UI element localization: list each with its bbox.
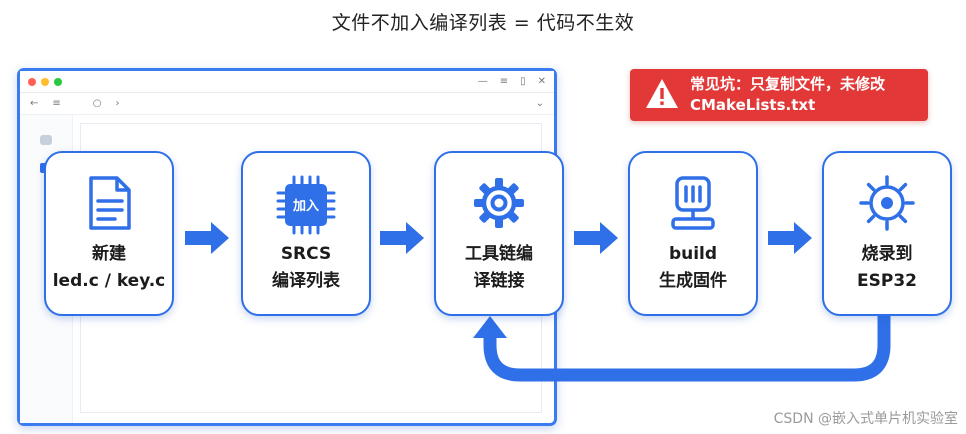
- window-navbar: ← ≡ ○ › ⌄: [20, 93, 554, 115]
- watermark: CSDN @嵌入式单片机实验室: [773, 411, 958, 427]
- forward-icon: ›: [115, 98, 120, 109]
- minimize-icon: —: [477, 76, 488, 87]
- firmware-icon: [671, 176, 715, 230]
- step-1-line-1: 新建: [92, 244, 126, 264]
- warning-icon: [646, 79, 678, 108]
- chat-icon: [40, 135, 52, 145]
- chip-icon: 加入: [276, 175, 336, 235]
- step-card-toolchain: 工具链编 译链接: [434, 151, 564, 316]
- step-card-srcs: 加入 SRCS 编译列表: [241, 151, 371, 316]
- close-dot-icon: [28, 77, 36, 86]
- back-icon: ←: [30, 98, 39, 109]
- menu-icon: ≡: [499, 76, 509, 87]
- warning-banner: 常见坑：只复制文件，未修改 CMakeLists.txt: [630, 69, 928, 121]
- step-card-build: build 生成固件: [628, 151, 758, 316]
- refresh-icon: ○: [92, 98, 102, 109]
- step-2-line-1: SRCS: [280, 244, 332, 264]
- flow-arrow-3: [574, 222, 618, 254]
- flow-arrow-1: [185, 222, 229, 254]
- gear-icon: [474, 178, 524, 228]
- step-card-new-files: 新建 led.c / key.c: [44, 151, 174, 316]
- warning-line-1: 常见坑：只复制文件，未修改: [690, 75, 886, 93]
- chip-label: 加入: [292, 199, 319, 214]
- restore-icon: ▯: [520, 76, 526, 87]
- flow-arrow-4: [768, 222, 812, 254]
- chevron-down-icon: ⌄: [535, 98, 544, 109]
- step-5-line-2: ESP32: [857, 271, 917, 291]
- step-4-line-1: build: [668, 244, 718, 264]
- maximize-dot-icon: [54, 77, 62, 86]
- close-icon: ✕: [537, 76, 546, 87]
- step-3-line-2: 译链接: [473, 271, 525, 291]
- step-4-line-2: 生成固件: [659, 271, 727, 291]
- step-1-line-2: led.c / key.c: [52, 271, 166, 291]
- window-titlebar: — ≡ ▯ ✕: [20, 71, 554, 93]
- minimize-dot-icon: [41, 77, 49, 86]
- flow-arrow-2: [380, 222, 424, 254]
- list-icon: ≡: [52, 98, 61, 109]
- step-card-flash: 烧录到 ESP32: [822, 151, 952, 316]
- warning-line-2: CMakeLists.txt: [690, 96, 816, 114]
- diagram-title: 文件不加入编译列表 = 代码不生效: [331, 12, 635, 34]
- step-5-line-1: 烧录到: [861, 244, 913, 264]
- step-2-line-2: 编译列表: [272, 271, 340, 291]
- document-icon: [89, 176, 131, 230]
- target-icon: [859, 175, 915, 231]
- step-3-line-1: 工具链编: [465, 244, 533, 264]
